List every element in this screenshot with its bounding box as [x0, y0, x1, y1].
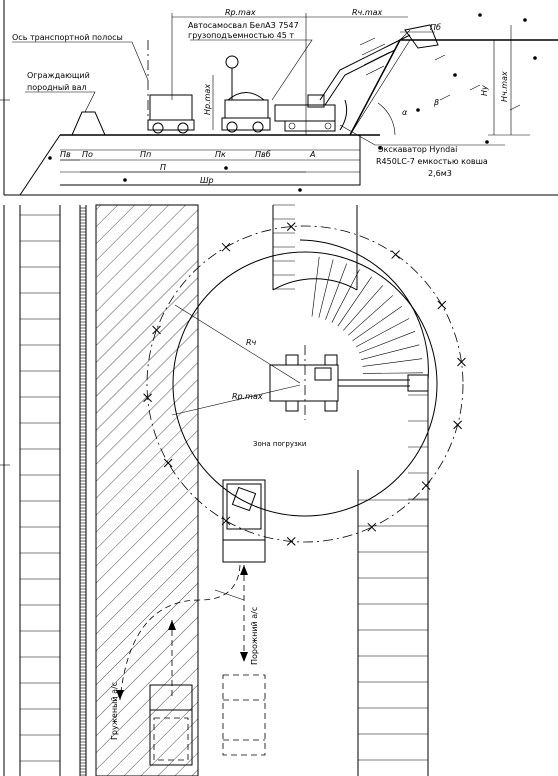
barrier-berm	[71, 111, 106, 136]
face-hatch	[358, 331, 416, 354]
face-hatch	[362, 358, 423, 367]
loaded-ac-label: Груженый а/с	[110, 682, 119, 740]
excavator-bucket	[404, 24, 439, 49]
dim-P-total: П	[160, 163, 166, 172]
excavator-label-3: 2,6м3	[428, 169, 452, 178]
truck-loaded-plan	[149, 684, 193, 766]
plan-view: Rч Rр.max Зона погрузки	[0, 204, 466, 776]
excavator-plan	[269, 345, 429, 420]
dim-R-ch-max: Rч.max	[352, 8, 383, 17]
transport-axis-label: Ось транспортной полосы	[12, 33, 123, 42]
dim-H-y: Ну	[480, 85, 489, 96]
dim-H-ch-max: Нч.max	[500, 71, 509, 102]
truck-side-1	[147, 94, 195, 134]
face-hatch	[331, 269, 360, 323]
excavator-label-1: Экскаватор Hyndai	[378, 145, 457, 154]
face-hatch	[361, 344, 420, 360]
x-mark	[453, 420, 462, 430]
face-arc-plan	[272, 278, 358, 291]
barrier-label-1: Ограждающий	[27, 71, 90, 80]
dim-P-p: Пп	[140, 150, 151, 159]
face-hatch	[356, 318, 410, 347]
face-hatch	[311, 256, 320, 317]
x-mark	[163, 458, 173, 468]
truck-empty-plan	[222, 674, 266, 756]
circle-working-zone	[146, 225, 464, 543]
truck-label-2: грузоподъемностью 45 т	[188, 31, 294, 40]
dim-P-vb: Пвб	[255, 150, 271, 159]
x-mark	[286, 537, 296, 546]
dim-P-k: Пк	[215, 150, 226, 159]
section-view: Rр.max Rч.max Пб Ну Нч.max Нр.max α β Пв…	[0, 0, 558, 196]
truck-side-2	[221, 55, 271, 133]
bench-face	[349, 39, 558, 136]
face-hatch	[343, 285, 384, 331]
angle-beta: β	[433, 98, 439, 107]
empty-ac-label: Порожний а/с	[250, 607, 259, 665]
face-hatch	[318, 259, 334, 318]
face-hatch	[352, 306, 402, 342]
x-mark	[391, 250, 400, 259]
x-mark	[286, 222, 296, 231]
bucket-plan	[407, 374, 429, 392]
dim-A: А	[309, 150, 315, 159]
dim-P-o: По	[82, 150, 93, 159]
dim-P-v: Пв	[60, 150, 71, 159]
dim-H-r-max: Нр.max	[203, 84, 212, 115]
truck-loading-plan	[222, 479, 266, 563]
face-hatch	[325, 263, 347, 320]
dim-P-b: Пб	[430, 23, 441, 32]
face-hatch	[337, 276, 372, 327]
x-mark	[437, 300, 447, 310]
face-hatch	[362, 372, 423, 374]
x-mark	[421, 481, 431, 490]
barrier-label-2: породный вал	[27, 83, 87, 92]
circle-R-r-max	[172, 251, 438, 517]
truck-label-1: Автосамосвал БелАЗ 7547	[188, 21, 299, 30]
dim-R-r-max: Rр.max	[225, 8, 256, 17]
angle-alpha: α	[402, 108, 408, 117]
excavator-label-2: R450LC-7 емкостью ковша	[376, 157, 488, 166]
dim-Sh-r: Шр	[200, 176, 214, 185]
loading-zone-label: Зона погрузки	[253, 440, 306, 448]
x-mark	[367, 522, 377, 532]
dim-R-r-max-plan: Rр.max	[232, 392, 263, 401]
x-mark	[221, 242, 231, 252]
x-mark	[152, 325, 161, 335]
hatched-transport-strip	[95, 204, 199, 776]
excavator-side	[274, 24, 439, 132]
dim-R-ch: Rч	[246, 338, 257, 347]
x-mark	[457, 357, 466, 367]
face-hatch	[348, 295, 394, 336]
x-mark	[143, 393, 152, 403]
